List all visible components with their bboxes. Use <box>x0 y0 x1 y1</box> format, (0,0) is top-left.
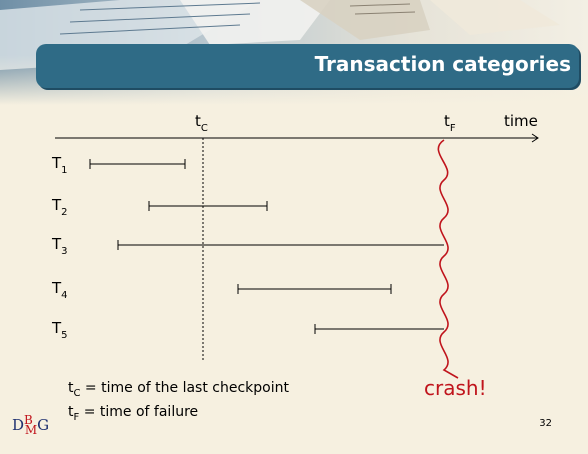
crash-label: crash! <box>424 376 487 400</box>
time-axis-arrowhead <box>531 133 539 143</box>
transaction-bar-t1 <box>89 159 186 169</box>
page-number: 32 <box>539 418 552 429</box>
time-axis-label: time <box>504 112 538 130</box>
tc-label: tC <box>195 112 208 134</box>
transaction-label-t1: T1 <box>52 154 68 176</box>
transaction-bar-t5 <box>314 324 444 334</box>
crash-wavy-line <box>437 139 459 379</box>
dbmg-logo: DBMG <box>12 413 50 437</box>
title-bar: Transaction categories <box>36 44 579 88</box>
transaction-label-t3: T3 <box>52 235 68 257</box>
tf-label: tF <box>444 112 456 134</box>
transaction-label-t5: T5 <box>52 319 68 341</box>
transaction-label-t4: T4 <box>52 279 68 301</box>
transaction-bar-t2 <box>148 201 268 211</box>
transaction-label-t2: T2 <box>52 196 68 218</box>
slide-title: Transaction categories <box>314 52 571 76</box>
transaction-bar-t3 <box>117 240 444 250</box>
legend-failure: tF = time of failure <box>68 404 199 423</box>
legend-checkpoint: tC = time of the last checkpoint <box>68 380 289 399</box>
transaction-bar-t4 <box>237 284 392 294</box>
